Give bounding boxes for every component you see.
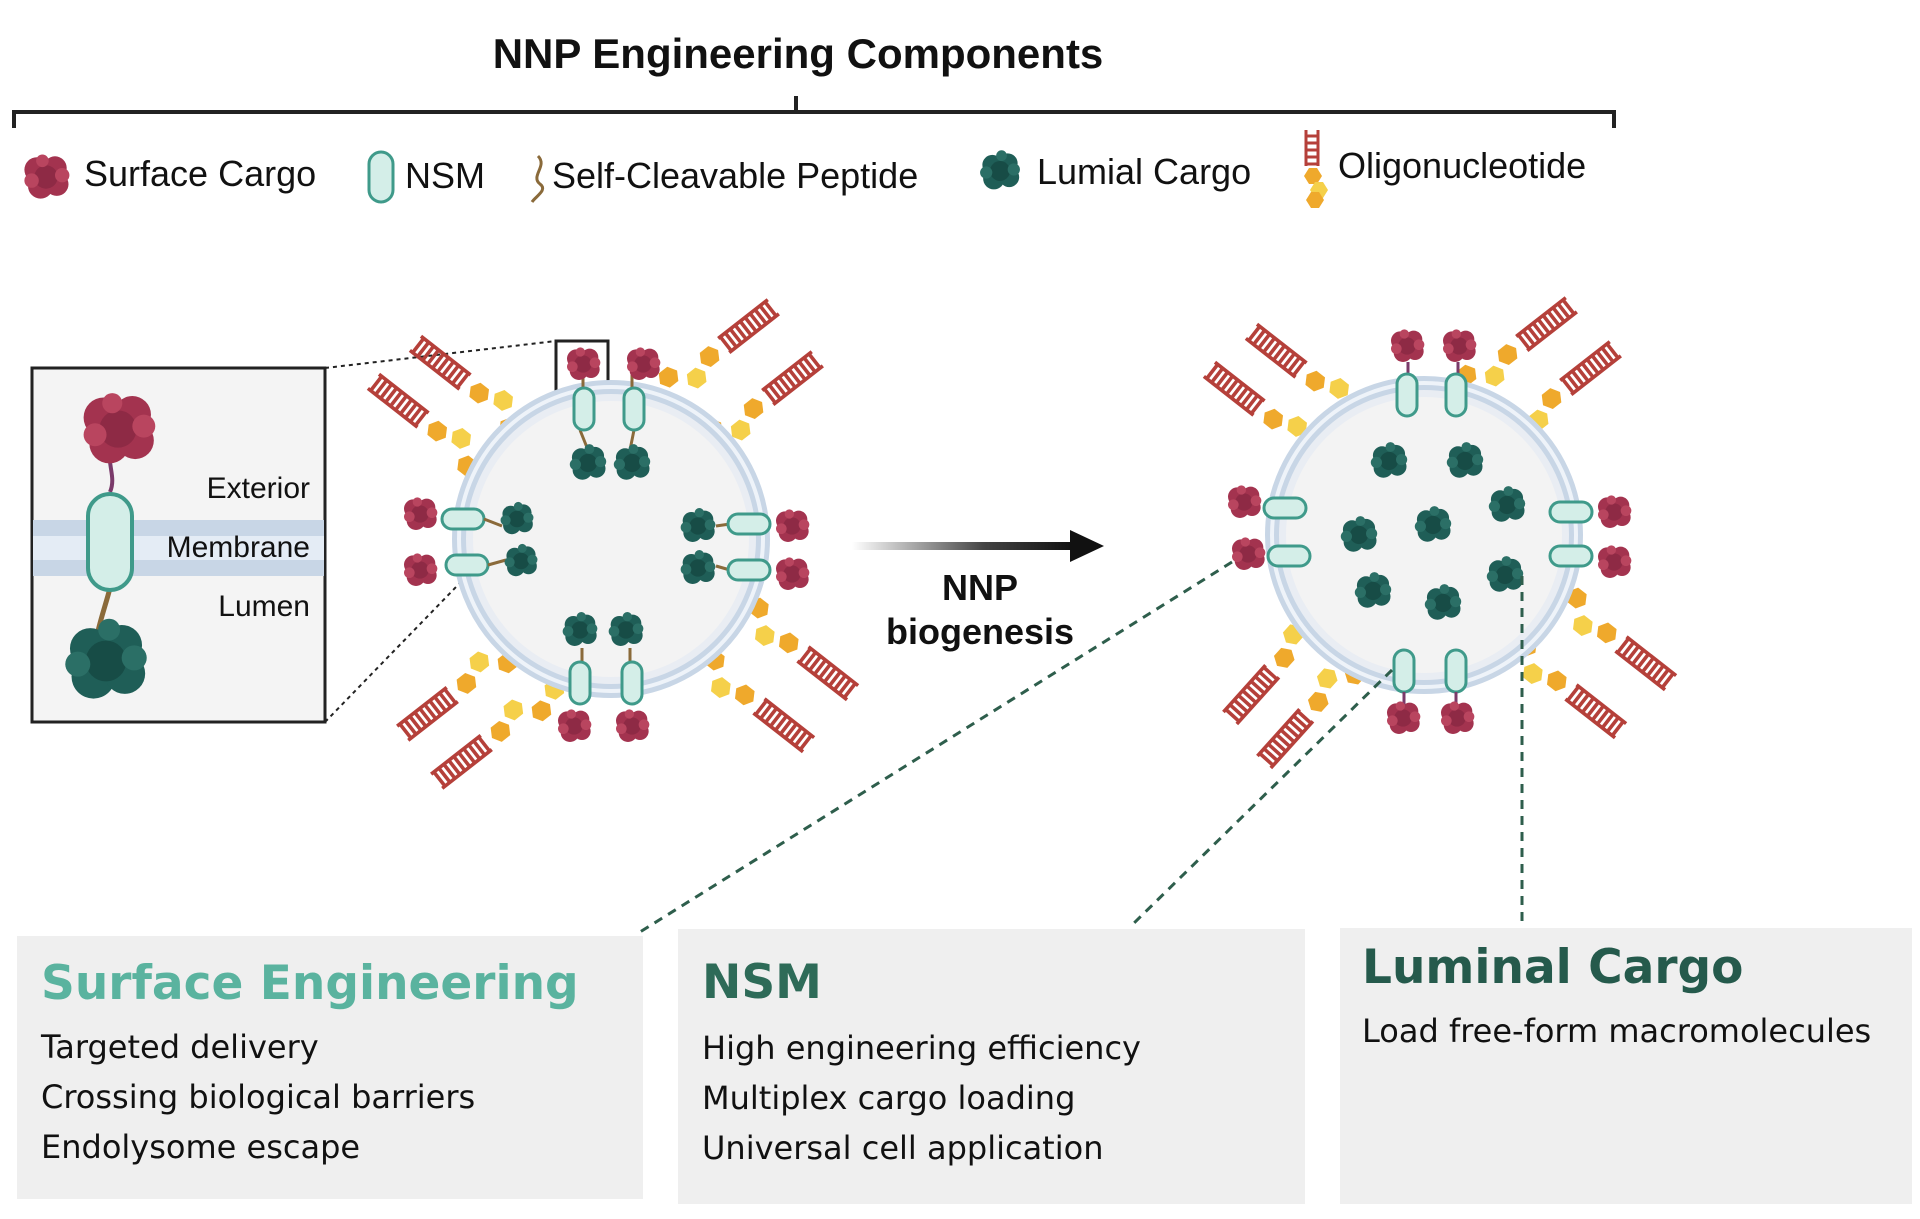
arrow-label-line1: NNP (942, 567, 1018, 608)
surface-engineering-title: Surface Engineering (41, 956, 579, 1011)
nsm-line-1: High engineering efficiency (702, 1029, 1141, 1067)
legend-nsm-label: NSM (405, 155, 485, 196)
surface-engineering-panel: Surface Engineering Targeted delivery Cr… (17, 936, 643, 1199)
luminal-line-1: Load free-form macromolecules (1362, 1012, 1872, 1050)
surface-line-2: Crossing biological barriers (41, 1078, 476, 1116)
right-vesicle (1192, 283, 1688, 781)
inset-exterior-label: Exterior (207, 472, 310, 505)
inset-surface-cargo-icon (83, 393, 156, 464)
surface-line-1: Targeted delivery (41, 1028, 319, 1066)
lumial-cargo-icon (980, 150, 1020, 190)
nsm-title: NSM (702, 955, 822, 1010)
legend-lumial-cargo-label: Lumial Cargo (1037, 151, 1251, 192)
biogenesis-arrow-shaft (852, 542, 1072, 550)
inset-membrane-label: Membrane (167, 531, 310, 564)
oligonucleotide-icon (1304, 130, 1328, 208)
surface-line-3: Endolysome escape (41, 1128, 361, 1166)
figure-title: NNP Engineering Components (493, 30, 1104, 77)
zoom-line-top (324, 340, 557, 369)
legend: Surface Cargo NSM Self-Cleavable Peptide… (24, 130, 1586, 208)
inset-lumen-label: Lumen (218, 590, 310, 623)
legend-peptide-label: Self-Cleavable Peptide (552, 155, 918, 196)
title-bracket (12, 96, 1616, 128)
nsm-icon (367, 150, 395, 204)
inset-nsm-icon (86, 492, 134, 592)
membrane-inset: Exterior Membrane Lumen (30, 366, 327, 724)
luminal-cargo-panel: Luminal Cargo Load free-form macromolecu… (1340, 928, 1912, 1204)
peptide-icon (530, 154, 545, 203)
left-vesicle (356, 285, 870, 803)
connector-nsm (1130, 668, 1394, 927)
surface-cargo-icon (24, 154, 70, 199)
connector-surface (639, 560, 1233, 934)
legend-oligonucleotide-label: Oligonucleotide (1338, 145, 1586, 186)
nsm-panel: NSM High engineering efficiency Multiple… (678, 929, 1305, 1204)
arrow-label-line2: biogenesis (886, 611, 1074, 652)
luminal-cargo-title: Luminal Cargo (1362, 940, 1744, 995)
legend-surface-cargo-label: Surface Cargo (84, 153, 316, 194)
nsm-line-3: Universal cell application (702, 1129, 1104, 1167)
biogenesis-arrow-head (1070, 530, 1104, 562)
nsm-line-2: Multiplex cargo loading (702, 1079, 1076, 1117)
